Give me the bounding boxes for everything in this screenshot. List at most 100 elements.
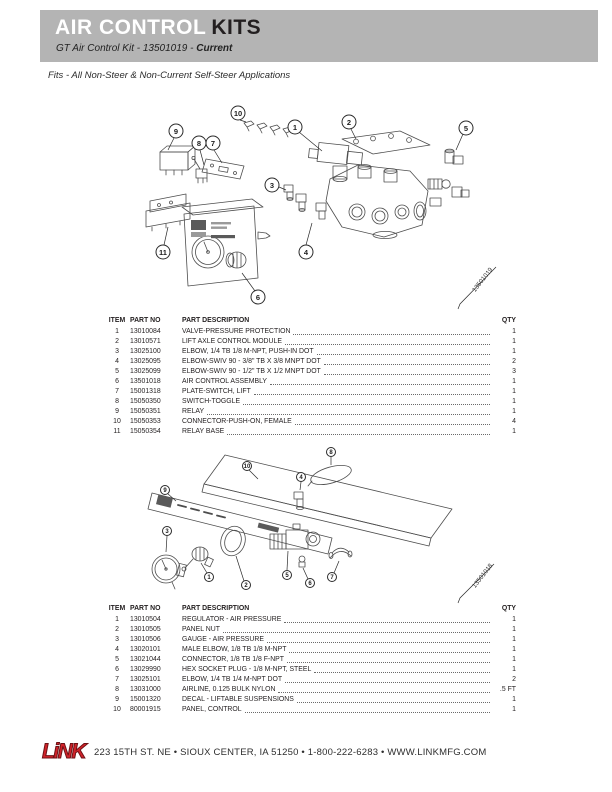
connector-parts-art [243, 120, 294, 138]
description-cell: LIFT AXLE CONTROL MODULE [182, 338, 282, 345]
qty-cell: 1 [512, 616, 516, 623]
item-cell: 2 [115, 338, 119, 345]
item-cell: 1 [115, 616, 119, 623]
qty-header: QTY [501, 605, 516, 612]
gauge-art [151, 554, 187, 590]
part-no-cell: 13010505 [130, 626, 161, 633]
description-cell: REGULATOR - AIR PRESSURE [182, 616, 282, 623]
part-no-cell: 15050353 [130, 418, 161, 425]
description-cell: ELBOW, 1/4 TB 1/8 M-NPT, PUSH-IN DOT [182, 348, 314, 355]
qty-header: QTY [501, 317, 516, 324]
relay-art [159, 145, 196, 176]
part-no-header: PART NO [130, 605, 161, 612]
svg-text:1: 1 [293, 123, 297, 132]
part-no-cell: 13020101 [130, 646, 161, 653]
part-no-cell: 13501018 [130, 378, 161, 385]
qty-cell: 1 [512, 636, 516, 643]
qty-cell: 2 [512, 358, 516, 365]
description-cell: GAUGE - AIR PRESSURE [182, 636, 264, 643]
qty-cell: 2 [512, 676, 516, 683]
svg-text:13501018: 13501018 [471, 562, 495, 589]
hex-plug-art [298, 555, 306, 568]
svg-text:5: 5 [285, 573, 289, 579]
description-cell: CONNECTOR, 1/8 TB 1/8 F-NPT [182, 656, 284, 663]
description-cell: VALVE-PRESSURE PROTECTION [182, 328, 291, 335]
exploded-diagram-panel: 13501018 1 2 3 4 5 6 7 8 9 10 [147, 447, 495, 604]
item-cell: 5 [115, 368, 119, 375]
male-elbow-art [293, 491, 304, 511]
description-cell: RELAY [182, 408, 205, 415]
description-cell: MALE ELBOW, 1/8 TB 1/8 M-NPT [182, 646, 287, 653]
title-primary: AIR CONTROL [55, 16, 207, 39]
svg-text:10: 10 [244, 464, 251, 470]
description-cell: ELBOW, 1/4 TB 1/4 M-NPT DOT [182, 676, 283, 683]
qty-cell: 1 [512, 378, 516, 385]
item-cell: 4 [115, 358, 119, 365]
small-elbow-art [283, 184, 294, 201]
item-cell: 8 [115, 398, 119, 405]
connector-art [269, 523, 321, 550]
description-cell: DECAL - LIFTABLE SUSPENSIONS [182, 696, 294, 703]
item-cell: 2 [115, 626, 119, 633]
part-no-cell: 13025101 [130, 676, 161, 683]
svg-text:4: 4 [304, 248, 309, 257]
fits-note: Fits - All Non-Steer & Non-Current Self-… [48, 70, 291, 81]
qty-cell: 1 [512, 626, 516, 633]
decal-art [147, 492, 333, 555]
svg-text:13501019: 13501019 [471, 266, 495, 293]
diagram2-callouts: 1 2 3 4 5 6 7 8 9 10 [160, 447, 340, 590]
description-cell: AIRLINE, 0.125 BULK NYLON [182, 686, 276, 693]
description-cell: CONNECTOR-PUSH-ON, FEMALE [182, 418, 292, 425]
part-no-cell: 13021044 [130, 656, 161, 663]
qty-cell: 1 [512, 656, 516, 663]
part-no-cell: 13010571 [130, 338, 161, 345]
description-cell: AIR CONTROL ASSEMBLY [182, 378, 268, 385]
subtitle-current: Current [196, 43, 233, 54]
diagram1-part-label: 13501019 [457, 266, 497, 310]
toggle-switch-art [191, 156, 208, 184]
description-cell: HEX SOCKET PLUG - 1/8 M-NPT, STEEL [182, 666, 312, 673]
svg-text:1: 1 [207, 575, 211, 581]
item-cell: 3 [115, 636, 119, 643]
part-no-cell: 80001915 [130, 706, 161, 713]
description-cell: PANEL NUT [182, 626, 220, 633]
description-cell: RELAY BASE [182, 428, 225, 435]
svg-text:7: 7 [211, 139, 215, 148]
switch-plate-art [201, 158, 245, 180]
control-panel-art [181, 198, 271, 287]
item-cell: 11 [113, 428, 121, 435]
panel-art [201, 454, 453, 547]
description-cell: PANEL, CONTROL [182, 706, 242, 713]
diagram1-callouts: 1 2 3 4 5 6 7 8 9 10 11 [155, 105, 474, 305]
part-no-cell: 15001318 [130, 388, 161, 395]
elbow-art [328, 547, 353, 559]
footer-address: 223 15TH ST. NE • SIOUX CENTER, IA 51250… [94, 746, 487, 758]
qty-cell: 1 [512, 398, 516, 405]
svg-text:2: 2 [347, 118, 351, 127]
part-no-cell: 13025100 [130, 348, 161, 355]
svg-text:6: 6 [256, 293, 260, 302]
table-header: ITEM PART NO PART DESCRIPTION QTY [104, 603, 516, 615]
kit-subtitle: GT Air Control Kit - 13501019 - Current [56, 43, 232, 54]
part-no-cell: 15050350 [130, 398, 161, 405]
item-cell: 6 [115, 666, 119, 673]
svg-text:3: 3 [270, 181, 274, 190]
diagram2-part-label: 13501018 [457, 562, 495, 604]
item-cell: 9 [115, 696, 119, 703]
elbow-fittings-right-art [427, 148, 470, 207]
item-cell: 1 [115, 328, 119, 335]
control-module-art [325, 164, 429, 239]
regulator-art [181, 546, 214, 572]
part-no-cell: 15050354 [130, 428, 161, 435]
page-footer: LiNK 223 15TH ST. NE • SIOUX CENTER, IA … [42, 739, 487, 765]
